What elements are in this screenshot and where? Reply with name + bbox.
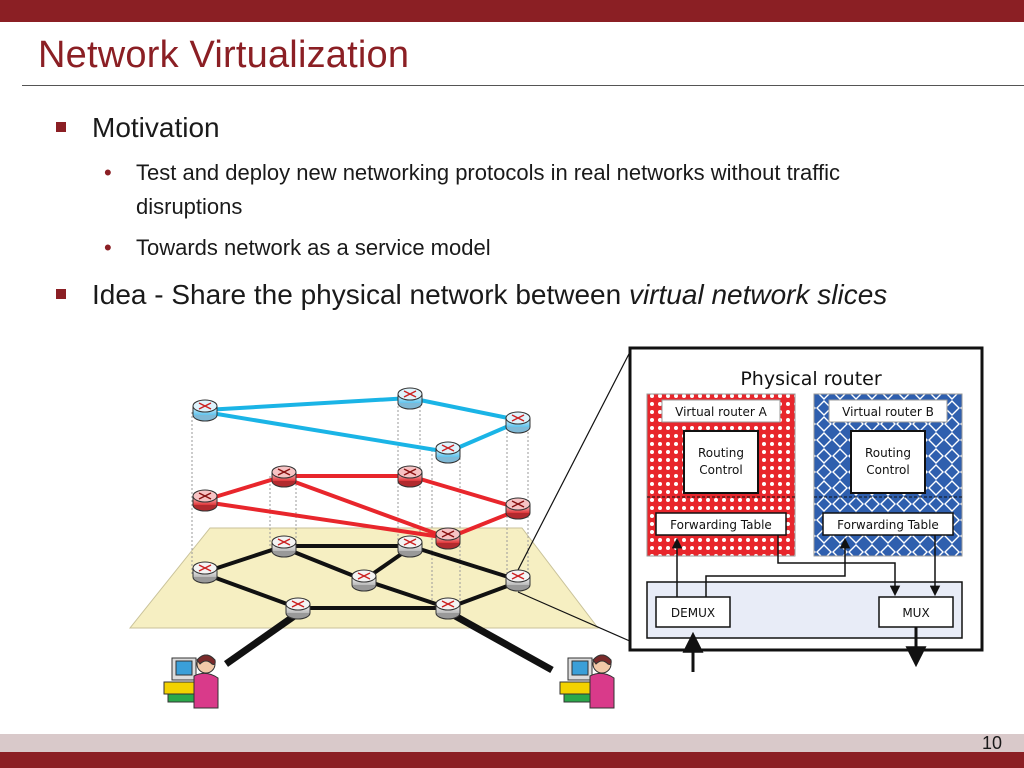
router-icon bbox=[351, 569, 377, 592]
bullet-text: Towards network as a service model bbox=[136, 235, 491, 260]
bullet-text: Idea - Share the physical network betwee… bbox=[92, 279, 887, 311]
forwarding-table-a-label: Forwarding Table bbox=[670, 518, 772, 532]
page-number: 10 bbox=[981, 733, 1002, 753]
dot-bullet-icon: • bbox=[104, 160, 112, 185]
virtual-router-a-label-box bbox=[661, 399, 781, 423]
routing-control-a-line2: Control bbox=[699, 463, 742, 477]
router-icon bbox=[285, 597, 311, 620]
zoom-lines bbox=[517, 347, 633, 643]
virtual-router-a-label: Virtual router A bbox=[675, 405, 767, 419]
physical-router-label: Physical router bbox=[740, 368, 882, 390]
router-icon bbox=[271, 535, 297, 558]
bullet-text: Motivation bbox=[92, 112, 220, 143]
router-icon bbox=[435, 597, 461, 620]
router-icon bbox=[271, 465, 297, 488]
router-icon bbox=[505, 411, 531, 434]
title-divider bbox=[22, 85, 1024, 86]
virtual-router-b-label-box bbox=[828, 399, 948, 423]
bullet-text-prefix: Idea - Share the physical network betwee… bbox=[92, 279, 629, 310]
router-icon bbox=[505, 569, 531, 592]
bullet-text-emphasis: virtual network slices bbox=[628, 279, 888, 310]
footer-bar-dark bbox=[0, 752, 1024, 768]
routing-control-a-line1: Routing bbox=[698, 446, 744, 460]
mux-label: MUX bbox=[902, 606, 929, 620]
forwarding-table-b bbox=[822, 512, 954, 536]
demux-label: DEMUX bbox=[671, 606, 715, 620]
physical-links bbox=[204, 544, 554, 674]
forwarding-table-a bbox=[655, 512, 787, 536]
bullet-text: disruptions bbox=[136, 194, 243, 219]
square-bullet-icon bbox=[56, 122, 66, 132]
routers bbox=[192, 387, 531, 620]
data-flow-arrows bbox=[671, 535, 941, 597]
routing-control-b-line1: Routing bbox=[865, 446, 911, 460]
router-icon bbox=[397, 465, 423, 488]
forwarding-table-b-label: Forwarding Table bbox=[837, 518, 939, 532]
user-computer-icon bbox=[163, 654, 219, 709]
square-bullet-icon bbox=[56, 289, 66, 299]
router-icon bbox=[192, 489, 218, 512]
routing-control-a bbox=[683, 430, 759, 494]
router-icon bbox=[435, 441, 461, 464]
router-icon bbox=[192, 399, 218, 422]
router-icon bbox=[397, 535, 423, 558]
virtual-router-b-label: Virtual router B bbox=[842, 405, 934, 419]
router-icon bbox=[192, 561, 218, 584]
user-computer-icon bbox=[559, 654, 615, 709]
footer-bar bbox=[0, 734, 1024, 752]
external-arrows bbox=[682, 627, 927, 672]
bullet-text: Test and deploy new networking protocols… bbox=[136, 160, 840, 185]
router-icon bbox=[435, 527, 461, 550]
router-icon bbox=[505, 497, 531, 520]
blue-slice-links bbox=[204, 396, 519, 454]
demux-box bbox=[655, 596, 731, 628]
dot-bullet-icon: • bbox=[104, 235, 112, 260]
top-bar bbox=[0, 0, 1024, 22]
router-icon bbox=[397, 387, 423, 410]
red-slice-links bbox=[204, 474, 519, 540]
mux-box bbox=[878, 596, 954, 628]
routing-control-b-line2: Control bbox=[866, 463, 909, 477]
routing-control-b bbox=[850, 430, 926, 494]
slide-title: Network Virtualization bbox=[38, 34, 410, 76]
